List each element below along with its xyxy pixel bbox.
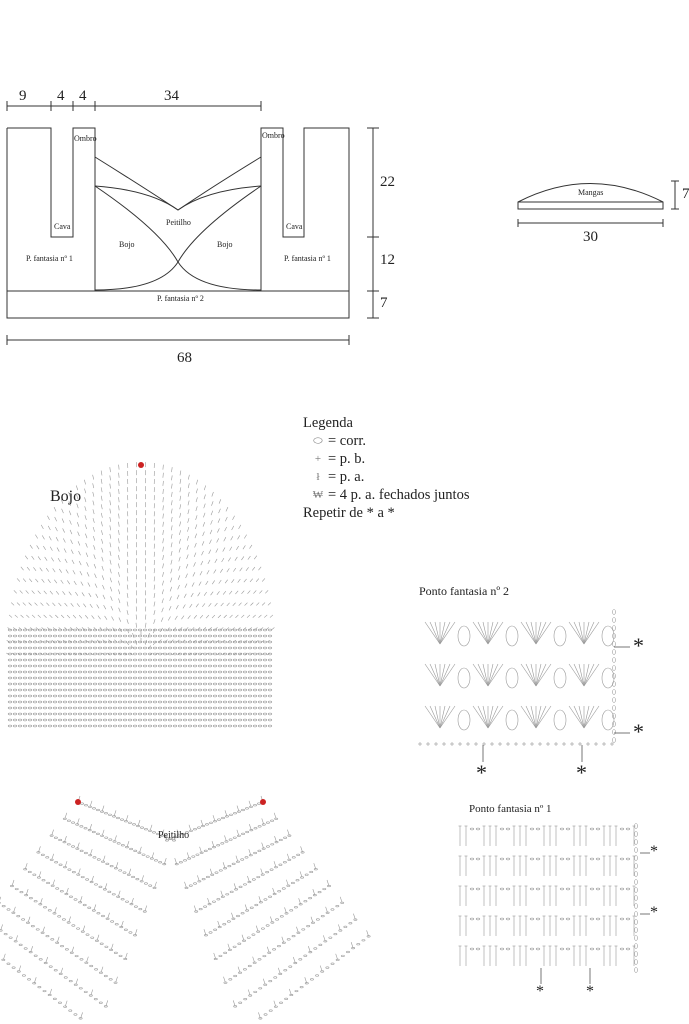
legend-item-text: = p. a. bbox=[328, 469, 365, 485]
pf2-asterisk-bottom-1: * bbox=[476, 760, 487, 785]
label-bojo-right: Bojo bbox=[217, 240, 233, 249]
pf1-asterisk-bottom-2: * bbox=[586, 983, 594, 1000]
pf1-asterisk-bottom-1: * bbox=[536, 983, 544, 1000]
pf1-asterisk-right-1: * bbox=[650, 843, 658, 860]
legend: Legenda ⬭ = corr. + = p. b. ł = p. a. ₩ … bbox=[303, 414, 469, 522]
label-pf1-right: P. fantasia nº 1 bbox=[284, 254, 331, 263]
dim-top-9: 9 bbox=[19, 88, 27, 104]
pf2-chart-title: Ponto fantasia nº 2 bbox=[419, 584, 510, 598]
peitilho-chart-title: Peitilho bbox=[158, 830, 190, 841]
label-pf2: P. fantasia nº 2 bbox=[157, 294, 204, 303]
bojo-start-marker bbox=[138, 462, 144, 468]
legend-item-single: + = p. b. bbox=[303, 450, 469, 468]
pf1-chart-title: Ponto fantasia nº 1 bbox=[469, 803, 552, 815]
label-bojo-left: Bojo bbox=[119, 240, 135, 249]
legend-item-text: = corr. bbox=[328, 433, 366, 449]
bojo-chart-title: Bojo bbox=[50, 488, 82, 505]
dim-right-7: 7 bbox=[380, 295, 388, 311]
dim-mangas-7: 7 bbox=[682, 186, 689, 202]
label-cava-left: Cava bbox=[54, 222, 71, 231]
dim-top-4a: 4 bbox=[57, 88, 65, 104]
legend-item-text: = p. b. bbox=[328, 451, 366, 467]
label-ombro-left: Ombro bbox=[74, 134, 97, 143]
peitilho-chart bbox=[0, 795, 371, 1020]
legend-item-cluster: ₩ = 4 p. a. fechados juntos bbox=[303, 486, 470, 504]
legend-repeat: Repetir de * a * bbox=[303, 505, 395, 521]
pf2-asterisk-bottom-2: * bbox=[576, 760, 587, 785]
chain-stitch-icon: ⬭ bbox=[313, 435, 323, 447]
dim-top-4b: 4 bbox=[79, 88, 87, 104]
label-mangas: Mangas bbox=[578, 188, 604, 197]
pf1-asterisk-right-2: * bbox=[650, 904, 658, 921]
dim-right-12: 12 bbox=[380, 252, 395, 268]
pf2-chart bbox=[418, 609, 616, 746]
bojo-chart bbox=[6, 462, 275, 728]
legend-title: Legenda bbox=[303, 415, 353, 431]
dim-top-34: 34 bbox=[164, 88, 179, 104]
peitilho-left-marker bbox=[75, 799, 81, 805]
label-pf1-left: P. fantasia nº 1 bbox=[26, 254, 73, 263]
dim-bottom-68: 68 bbox=[177, 350, 192, 366]
legend-item-text: = 4 p. a. fechados juntos bbox=[328, 487, 470, 503]
legend-item-double: ł = p. a. bbox=[303, 468, 469, 486]
legend-item-chain: ⬭ = corr. bbox=[303, 432, 469, 450]
dim-mangas-30: 30 bbox=[583, 229, 598, 245]
double-crochet-icon: ł bbox=[316, 471, 320, 483]
peitilho-right-marker bbox=[260, 799, 266, 805]
dim-right-22: 22 bbox=[380, 174, 395, 190]
cluster-icon: ₩ bbox=[312, 489, 324, 501]
pf2-asterisk-right-2: * bbox=[633, 719, 644, 744]
single-crochet-icon: + bbox=[314, 453, 322, 465]
label-ombro-right: Ombro bbox=[262, 131, 285, 140]
label-peitilho: Peitilho bbox=[166, 218, 191, 227]
label-cava-right: Cava bbox=[286, 222, 303, 231]
pf1-chart bbox=[458, 823, 638, 973]
pf2-asterisk-right-1: * bbox=[633, 633, 644, 658]
